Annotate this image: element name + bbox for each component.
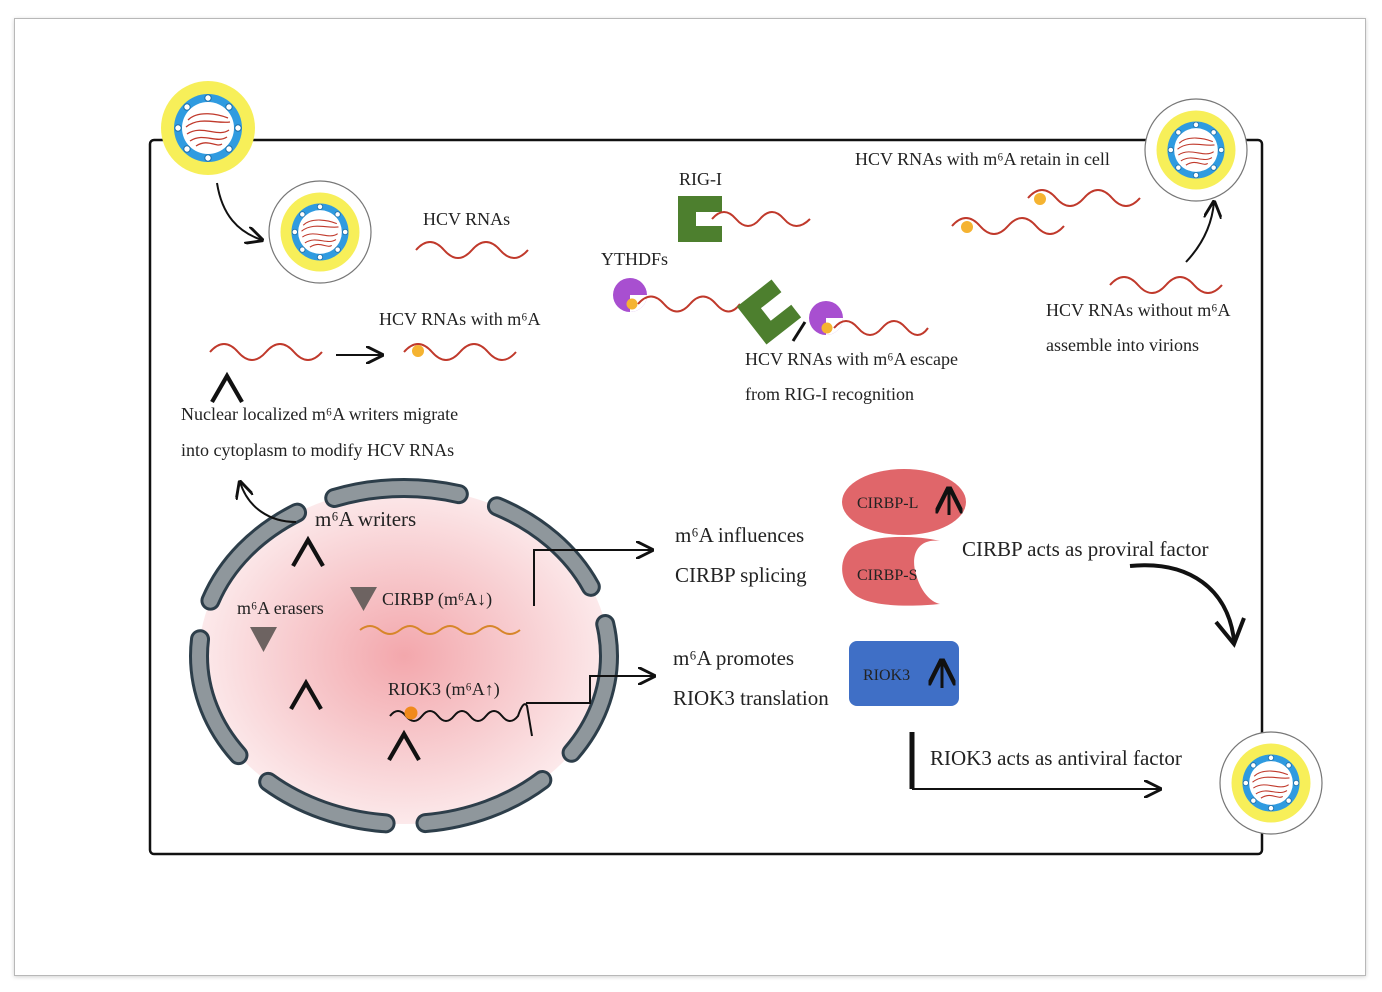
proviral-arrowhead — [1214, 617, 1246, 648]
promotes-line1: m⁶A promotes — [673, 646, 794, 670]
retained-rna-2 — [951, 217, 1065, 235]
riok3-m6a-up-label: RIOK3 (m⁶A↑) — [388, 679, 500, 700]
eraser-triangle-2 — [350, 587, 377, 611]
without-line1: HCV RNAs without m⁶A — [1046, 300, 1230, 320]
escape-rna — [833, 320, 929, 336]
m6a-dot-retained-1 — [1034, 193, 1046, 205]
eraser-triangle-1 — [250, 627, 277, 652]
block-bar — [791, 321, 807, 342]
m6a-dot-ythdf — [626, 298, 638, 310]
writers-export-arrow — [240, 482, 297, 523]
entry-arrow — [216, 182, 262, 240]
cell-membrane — [148, 138, 1264, 856]
riok3-m6a-dot — [404, 706, 418, 720]
m6a-writer-chevron — [212, 376, 242, 402]
influences-line2: CIRBP splicing — [675, 563, 807, 587]
virion-released — [1145, 99, 1247, 201]
virion-endocytosed — [269, 181, 371, 283]
m6a-dot-escape — [821, 322, 833, 334]
virion-bottom-right — [1220, 732, 1322, 834]
cirbp-mrna — [359, 625, 521, 635]
retained-rna-1 — [1027, 189, 1141, 207]
hcv-rnas-label: HCV RNAs — [423, 209, 510, 229]
assembly-arrow — [1185, 202, 1214, 263]
retain-in-cell-label: HCV RNAs with m⁶A retain in cell — [855, 149, 1110, 169]
riok3-label: RIOK3 — [863, 667, 910, 684]
proviral-arrow — [1129, 563, 1236, 641]
m6a-writers-label: m⁶A writers — [315, 507, 416, 531]
cirbp-export-arrow — [533, 550, 652, 606]
cirbp-s-protein — [842, 536, 940, 606]
rig-i-blocked — [736, 279, 802, 345]
riok3-protein — [849, 641, 959, 706]
m6a-erasers-label: m⁶A erasers — [237, 598, 324, 618]
rig-i-protein — [678, 196, 722, 242]
ythdf-bound-rna — [637, 295, 741, 313]
hcv-rna-wave — [415, 241, 529, 259]
cirbp-s-label: CIRBP-S — [857, 567, 917, 584]
escape-line2: from RIG-I recognition — [745, 384, 914, 404]
m6a-dot-retained-2 — [961, 221, 973, 233]
unmodified-rna — [209, 343, 323, 361]
riok3-antiviral-label: RIOK3 acts as antiviral factor — [930, 746, 1182, 770]
writers-migrate-line1: Nuclear localized m⁶A writers migrate — [181, 404, 458, 424]
cirbp-m6a-down-label: CIRBP (m⁶A↓) — [382, 589, 492, 610]
m6a-dot — [412, 345, 424, 357]
riok3-mrna — [389, 703, 533, 737]
m6a-rna — [403, 343, 517, 361]
hcv-rnas-with-m6a-label: HCV RNAs with m⁶A — [379, 309, 540, 329]
influences-line1: m⁶A influences — [675, 523, 804, 547]
nucleus — [189, 478, 619, 834]
unmodified-rna-assembly — [1109, 276, 1223, 294]
rig-i-label: RIG-I — [679, 169, 722, 189]
rig-i-bound-rna — [711, 211, 811, 227]
cirbp-l-protein — [842, 469, 966, 535]
promotes-line2: RIOK3 translation — [673, 686, 829, 710]
ythdfs-label: YTHDFs — [601, 249, 668, 269]
cirbp-proviral-label: CIRBP acts as proviral factor — [962, 537, 1209, 561]
virion-entering — [160, 80, 256, 176]
escape-line1: HCV RNAs with m⁶A escape — [745, 349, 958, 369]
riok3-export-arrow — [526, 676, 654, 704]
writers-migrate-line2: into cytoplasm to modify HCV RNAs — [181, 440, 454, 460]
without-line2: assemble into virions — [1046, 335, 1199, 355]
cirbp-l-label: CIRBP-L — [857, 495, 918, 512]
